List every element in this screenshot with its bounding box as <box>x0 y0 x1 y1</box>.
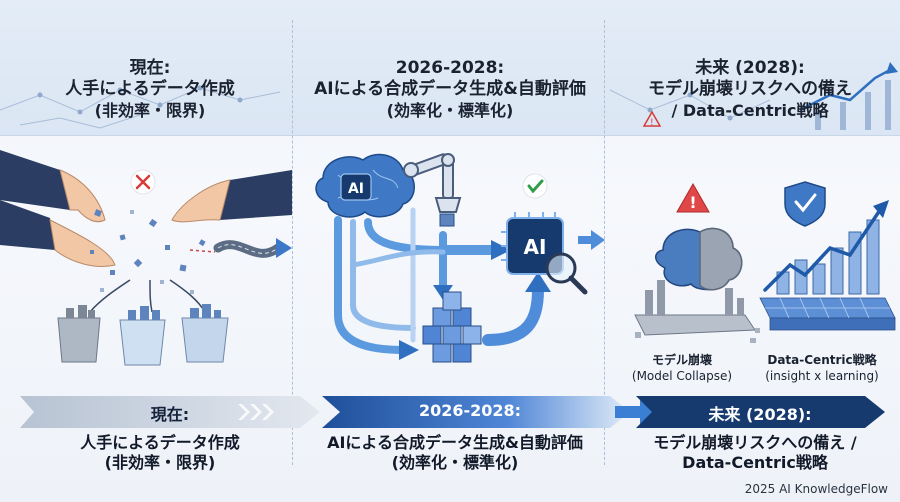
banner-title-2026: 2026-2028: <box>418 401 522 420</box>
footer-current: 人手によるデータ作成 (非効率・限界) <box>80 433 240 472</box>
svg-text:!: ! <box>650 118 654 128</box>
collapse-caption: モデル崩壊 (Model Collapse) <box>622 352 742 384</box>
collapse-subtitle: (Model Collapse) <box>631 369 733 383</box>
network-decoration-right: ! <box>609 62 898 130</box>
collapse-title: モデル崩壊 <box>651 353 712 367</box>
network-decoration-left <box>0 85 281 129</box>
footer-future: モデル崩壊リスクへの備え / Data-Centric戦略 <box>653 433 857 472</box>
datacentric-subtitle: (insight x learning) <box>765 369 879 383</box>
ai-chip-label: AI <box>524 235 547 259</box>
manual-data-illustration <box>0 150 292 366</box>
column-heading-current: 現在: 人手によるデータ作成 (非効率・限界) <box>65 58 235 120</box>
divider-right <box>604 20 605 465</box>
header-band: ! 現在: 人手によるデータ作成 (非効率・限界) 2026-2028: AIに… <box>0 0 900 136</box>
ai-synthesis-illustration: AI AI <box>315 153 605 363</box>
svg-text:!: ! <box>689 193 696 212</box>
timeline-banner <box>20 396 885 428</box>
banner-title-future: 未来 (2028): <box>708 405 812 424</box>
datacentric-caption: Data-Centric戦略 (insight x learning) <box>752 352 892 384</box>
column-heading-future: 未来 (2028): モデル崩壊リスクへの備え / Data-Centric戦略 <box>648 58 852 120</box>
credit-text: 2025 AI KnowledgeFlow <box>744 482 888 496</box>
banner-title-current: 現在: <box>150 405 190 424</box>
ai-brain-label: AI <box>348 181 364 197</box>
column-heading-2026: 2026-2028: AIによる合成データ生成&自動評価 (効率化・標準化) <box>314 58 586 120</box>
footer-2026: AIによる合成データ生成&自動評価 (効率化・標準化) <box>327 433 583 472</box>
shield-icon <box>784 181 826 227</box>
datacentric-title: Data-Centric戦略 <box>767 353 877 367</box>
divider-left <box>292 20 293 465</box>
future-strategy-illustration: ! <box>634 181 896 343</box>
warning-icon <box>676 182 710 213</box>
